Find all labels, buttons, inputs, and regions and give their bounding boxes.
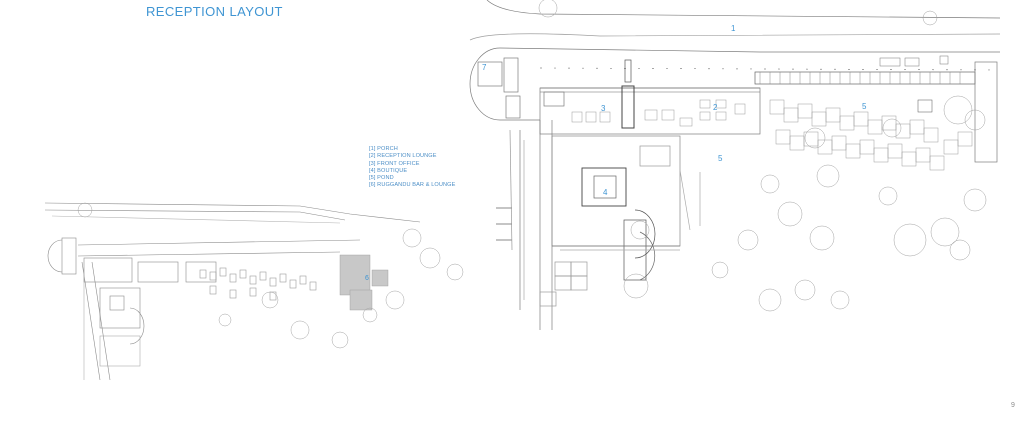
legend-item-porch: [1] PORCH — [369, 146, 398, 152]
legend-item-reception-lounge: [2] RECEPTION LOUNGE — [369, 153, 437, 160]
sheet-title: RECEPTION LAYOUT — [146, 4, 283, 19]
overview-label-6: 6 — [365, 275, 369, 282]
plan-label-pond-b: 5 — [718, 154, 723, 163]
plan-label-area-7: 7 — [482, 63, 487, 72]
legend-item-front-office: [3] FRONT OFFICE — [369, 160, 420, 167]
plan-label-porch: 1 — [731, 24, 736, 33]
legend-item-boutique: [4] BOUTIQUE — [369, 167, 408, 174]
plan-label-front-office: 3 — [601, 104, 606, 113]
plan-label-pond-a: 5 — [862, 102, 867, 111]
plan-label-reception-lounge: 2 — [713, 103, 718, 112]
plan-label-boutique: 4 — [603, 188, 608, 197]
room-legend: [1] PORCH [2] RECEPTION LOUNGE [3] FRONT… — [369, 146, 455, 190]
page-number: 9 — [1011, 402, 1015, 409]
legend-item-pond: [5] POND — [369, 175, 394, 182]
legend-item-ruggandu: [6] RUGGANDU BAR & LOUNGE — [369, 182, 456, 189]
